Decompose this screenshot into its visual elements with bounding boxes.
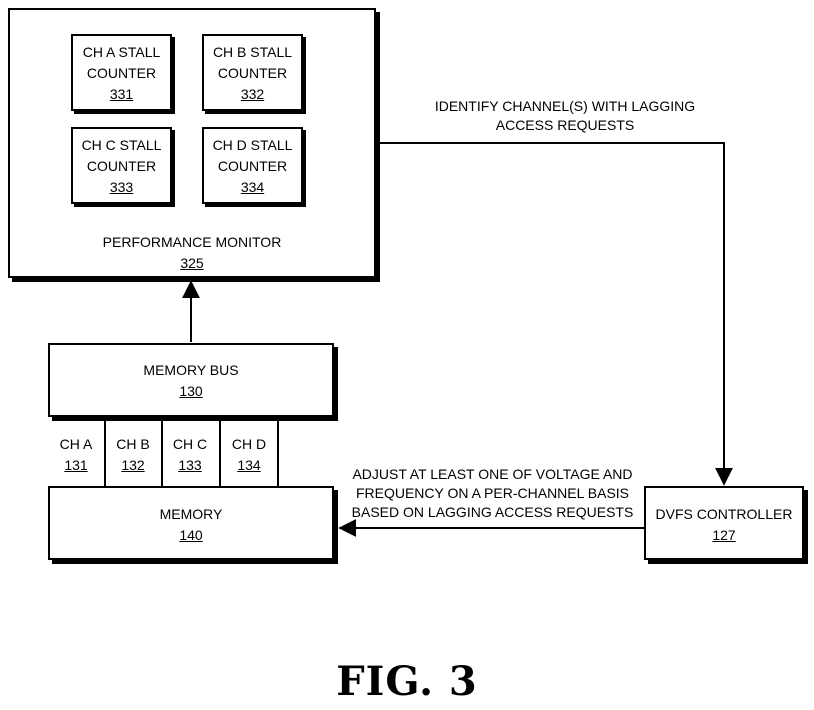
- channel-ref: 133: [178, 457, 202, 473]
- counter-line2: COUNTER: [217, 65, 288, 81]
- channel-label: CH C: [172, 436, 208, 452]
- monitor-to-dvfs-arrow: [378, 142, 733, 486]
- dvfs-controller-box: DVFS CONTROLLER 127: [644, 486, 804, 560]
- channel-ref: 131: [64, 457, 88, 473]
- ch-d-stall-counter: CH D STALL COUNTER 334: [202, 127, 303, 204]
- counter-line1: CH C STALL: [81, 137, 162, 153]
- adjust-line2: FREQUENCY ON A PER-CHANNEL BASIS: [355, 485, 630, 501]
- identify-channels-label: IDENTIFY CHANNEL(S) WITH LAGGING ACCESS …: [420, 97, 710, 135]
- counter-line2: COUNTER: [86, 158, 157, 174]
- dvfs-controller-label: DVFS CONTROLLER: [655, 506, 793, 522]
- channel-label: CH D: [231, 436, 267, 452]
- memory-bus-label: MEMORY BUS: [143, 362, 239, 378]
- counter-line1: CH D STALL: [212, 137, 293, 153]
- adjust-voltage-label: ADJUST AT LEAST ONE OF VOLTAGE AND FREQU…: [340, 465, 645, 522]
- counter-line1: CH A STALL: [82, 44, 161, 60]
- channel-c: CH C 133: [161, 416, 217, 486]
- adjust-line3: BASED ON LAGGING ACCESS REQUESTS: [351, 504, 634, 520]
- channel-a: CH A 131: [48, 416, 104, 486]
- ch-a-stall-counter: CH A STALL COUNTER 331: [71, 34, 172, 111]
- memory-label: MEMORY: [159, 506, 223, 522]
- counter-ref: 331: [109, 86, 134, 102]
- performance-monitor-caption: PERFORMANCE MONITOR 325: [10, 232, 374, 274]
- channel-label: CH A: [59, 436, 93, 452]
- counter-line1: CH B STALL: [212, 44, 293, 60]
- channel-ref: 134: [237, 457, 261, 473]
- channel-label: CH B: [116, 436, 150, 452]
- counter-ref: 332: [240, 86, 265, 102]
- counter-ref: 333: [109, 179, 134, 195]
- channel-ref: 132: [121, 457, 145, 473]
- performance-monitor-box: CH A STALL COUNTER 331 CH B STALL COUNTE…: [8, 8, 376, 278]
- ch-b-stall-counter: CH B STALL COUNTER 332: [202, 34, 303, 111]
- identify-line1: IDENTIFY CHANNEL(S) WITH LAGGING: [434, 98, 696, 114]
- counter-line2: COUNTER: [86, 65, 157, 81]
- channel-d: CH D 134: [219, 416, 279, 486]
- counter-ref: 334: [240, 179, 265, 195]
- ch-c-stall-counter: CH C STALL COUNTER 333: [71, 127, 172, 204]
- memory-bus-ref: 130: [179, 383, 203, 399]
- counter-line2: COUNTER: [217, 158, 288, 174]
- channel-b: CH B 132: [104, 416, 160, 486]
- performance-monitor-ref: 325: [180, 255, 204, 271]
- figure-label: FIG. 3: [336, 658, 478, 705]
- memory-box: MEMORY 140: [48, 486, 334, 560]
- memory-bus-box: MEMORY BUS 130: [48, 343, 334, 417]
- identify-line2: ACCESS REQUESTS: [495, 117, 635, 133]
- adjust-line1: ADJUST AT LEAST ONE OF VOLTAGE AND: [352, 466, 633, 482]
- dvfs-controller-ref: 127: [712, 527, 736, 543]
- memory-ref: 140: [179, 527, 203, 543]
- performance-monitor-label: PERFORMANCE MONITOR: [102, 234, 282, 250]
